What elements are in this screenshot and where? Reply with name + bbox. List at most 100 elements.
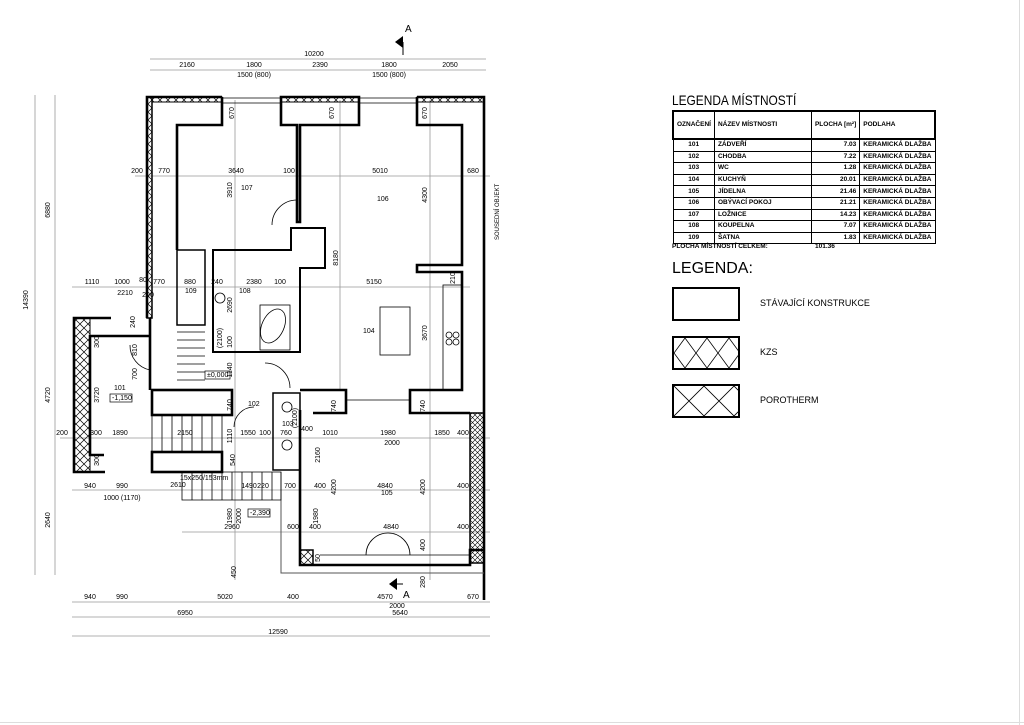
dimension-label: 4840 (383, 524, 399, 531)
legend-cell-floor: KERAMICKÁ DLAŽBA (859, 138, 936, 152)
room-108: 108 (239, 288, 251, 295)
dimension-label: 1500 (800) (372, 72, 406, 79)
dimension-label: 6950 (177, 610, 193, 617)
level-marks: -1,150 ±0,000 -2,390 15x250/153mm (109, 370, 271, 518)
kitchen-counter (442, 284, 463, 391)
sheet-border-right (1019, 0, 1020, 725)
dimension-label: 2000 (236, 508, 243, 524)
legend-cell-name: ZÁDVEŘÍ (713, 138, 812, 152)
dimension-label: 990 (116, 594, 128, 601)
legend-cell-id: 102 (672, 150, 715, 164)
dimension-label: 2690 (227, 297, 234, 313)
dimension-label: 6880 (45, 202, 52, 218)
legend-cell-area: 7.07 (810, 220, 861, 233)
svg-text:A: A (403, 590, 410, 601)
swatch-kzs (672, 336, 740, 370)
dimension-label: 740 (331, 400, 338, 412)
dimension-label: 5150 (366, 279, 382, 286)
dimension-label: 990 (116, 483, 128, 490)
stair-note: 15x250/153mm (180, 475, 228, 482)
swatch-existing-label: STÁVAJÍCÍ KONSTRUKCE (760, 298, 870, 308)
svg-text:A: A (405, 24, 412, 35)
dimension-label: 240 (130, 316, 137, 328)
legend-cell-area: 21.46 (810, 185, 861, 198)
dimension-label: 240 (211, 279, 223, 286)
dimension-label: 1140 (227, 362, 234, 377)
room-106: 106 (377, 196, 389, 203)
dimension-label: 1800 (246, 62, 262, 69)
terrace-door (365, 532, 411, 556)
section-marker-bottom: A (389, 578, 410, 601)
dimension-label: 3640 (228, 168, 244, 175)
dimension-label: 740 (420, 400, 427, 412)
legend-cell-floor: KERAMICKÁ DLAŽBA (859, 185, 936, 198)
dimension-label: 700 (132, 368, 139, 380)
legend-cell-floor: KERAMICKÁ DLAŽBA (859, 173, 936, 187)
dimension-label: 600 (287, 524, 299, 531)
toilet (281, 401, 293, 413)
legend-cell-floor: KERAMICKÁ DLAŽBA (859, 208, 936, 222)
dimension-label: 400 (314, 483, 326, 490)
dimension-label: 100 (227, 336, 234, 348)
dimension-label: 1980 (380, 430, 396, 437)
door-swing (271, 199, 298, 226)
legend-cell-name: LOŽNICE (713, 208, 812, 222)
dimension-label: 300 (94, 454, 101, 466)
dimension-label: 210 (450, 272, 457, 284)
dimension-label: 2050 (442, 62, 458, 69)
dimension-label: 2160 (179, 62, 195, 69)
total-area: PLOCHA MÍSTNOSTÍ CELKEM: 101.36 (672, 243, 837, 250)
room-legend-table: OZNAČENÍ NÁZEV MÍSTNOSTI PLOCHA [m²] POD… (672, 110, 936, 245)
dimension-label: 300 (90, 430, 102, 437)
dimension-label: 1000 (1170) (103, 495, 140, 502)
fixtures (129, 199, 463, 556)
legend-cell-floor: KERAMICKÁ DLAŽBA (859, 150, 936, 164)
dimension-label: 740 (227, 399, 234, 411)
dimension-label: 12590 (268, 629, 288, 636)
legend-cell-floor: KERAMICKÁ DLAŽBA (859, 162, 936, 175)
dimension-label: 4300 (422, 187, 429, 203)
dimension-label: 1980 (313, 508, 320, 524)
room-102: 102 (248, 401, 260, 408)
dimension-label: 2380 (246, 279, 262, 286)
legend-cell-name: OBÝVACÍ POKOJ (713, 196, 812, 210)
legend-cell-name: KOUPELNA (713, 220, 812, 233)
dimension-label: 450 (231, 566, 238, 578)
dimension-label: 200 (131, 168, 143, 175)
dimension-label: 2960 (224, 524, 240, 531)
dimension-label: 50 (315, 554, 322, 562)
room-labels: 101 102 103 104 105 106 107 108 109 (114, 185, 393, 497)
dimension-label: 1490 (241, 483, 257, 490)
legend-cell-area: 14.23 (810, 208, 861, 222)
dimension-label: 2000 (389, 603, 405, 610)
dimension-label: 2000 (384, 440, 400, 447)
legend-cell-name: KUCHYŇ (713, 173, 812, 187)
dimension-label: 700 (284, 483, 296, 490)
legend-cell-area: 7.22 (810, 150, 861, 164)
dimension-label: 220 (257, 483, 269, 490)
col-header-floor: PODLAHA (859, 110, 936, 140)
dimension-label: 100 (274, 279, 286, 286)
dimension-label: 400 (457, 524, 469, 531)
col-header-name: NÁZEV MÍSTNOSTI (713, 110, 812, 140)
dimension-label: 770 (153, 279, 165, 286)
room-legend-title: LEGENDA MÍSTNOSTÍ (672, 92, 797, 108)
material-legend-title: LEGENDA: (672, 260, 753, 277)
dimension-label: 400 (301, 426, 313, 433)
dimension-label: 1980 (227, 508, 234, 524)
legend-cell-id: 103 (672, 162, 715, 175)
sheet-border-bottom (0, 722, 1024, 723)
dimension-label: 940 (84, 594, 96, 601)
dimension-label: 1550 (240, 430, 256, 437)
dimension-label: 4200 (331, 479, 338, 495)
dimension-label: 400 (457, 430, 469, 437)
legend-cell-area: 20.01 (810, 173, 861, 187)
bathtub-frame (259, 304, 291, 351)
legend-cell-id: 109 (672, 231, 715, 245)
dimension-label: 4720 (45, 387, 52, 403)
dimension-label: 880 (184, 279, 196, 286)
